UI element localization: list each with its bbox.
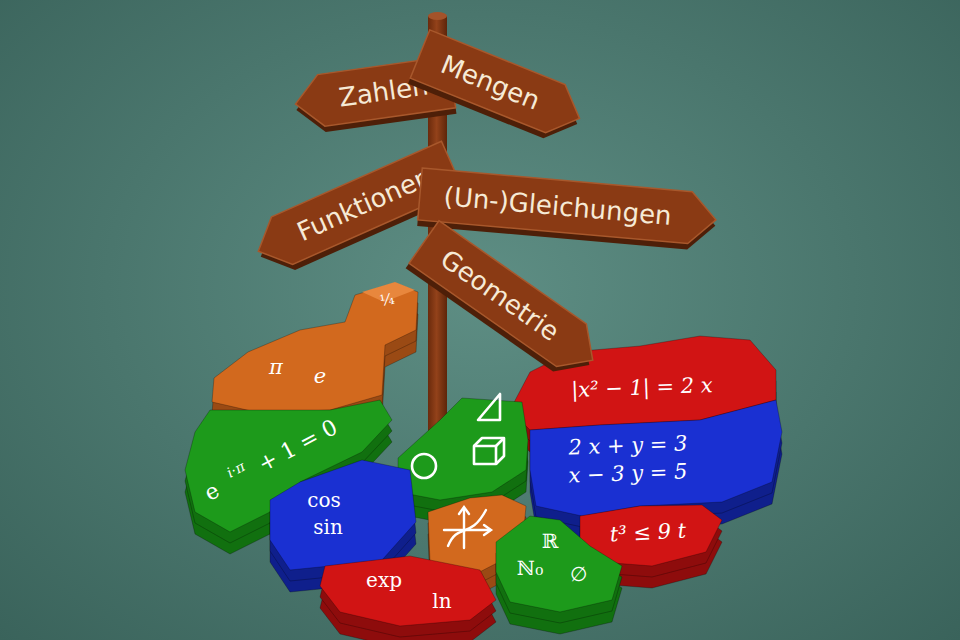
graph-symbol [444,507,491,548]
math-label: i·π [224,459,247,481]
math-label: ℝ [542,530,559,552]
map-region: t³ ≤ 9 t [575,500,727,570]
map-regions [185,282,782,640]
map-region: 2 x + y = 3x − 3 y = 5 [525,396,787,520]
math-label: ¼ [378,291,395,310]
math-label: sin [313,516,343,538]
map-region: ℝ ℕ₀ ∅ [492,512,626,616]
sign-face [409,221,608,382]
math-label: π [269,356,283,379]
math-label: cos [307,489,341,511]
map-region: |x² − 1| = 2 x [505,332,781,434]
map-region: cos sin [266,456,420,574]
sign-face [410,30,589,143]
math-label: x − 3 y = 5 [568,460,688,487]
post-cap [428,12,447,20]
math-label: t³ ≤ 9 t [609,519,686,546]
math-label: |x² − 1| = 2 x [571,374,713,402]
math-label: ln [432,590,451,612]
geometry-symbols [412,394,504,478]
math-label: ℕ₀ [517,557,543,579]
math-label: 2 x + y = 3 [568,432,688,459]
math-label: exp [366,569,402,591]
sign-board: (Un-)Gleichungen [418,168,718,246]
math-label: e [201,478,224,505]
math-label: ∅ [570,563,587,585]
sign-face [418,168,718,246]
map-region: ¼ π e [205,278,423,418]
math-label: e [314,365,326,388]
map-region: exp ln [316,552,500,630]
math-label: + 1 = 0 [254,415,341,477]
map-region: ei·π + 1 = 0 [180,395,396,537]
